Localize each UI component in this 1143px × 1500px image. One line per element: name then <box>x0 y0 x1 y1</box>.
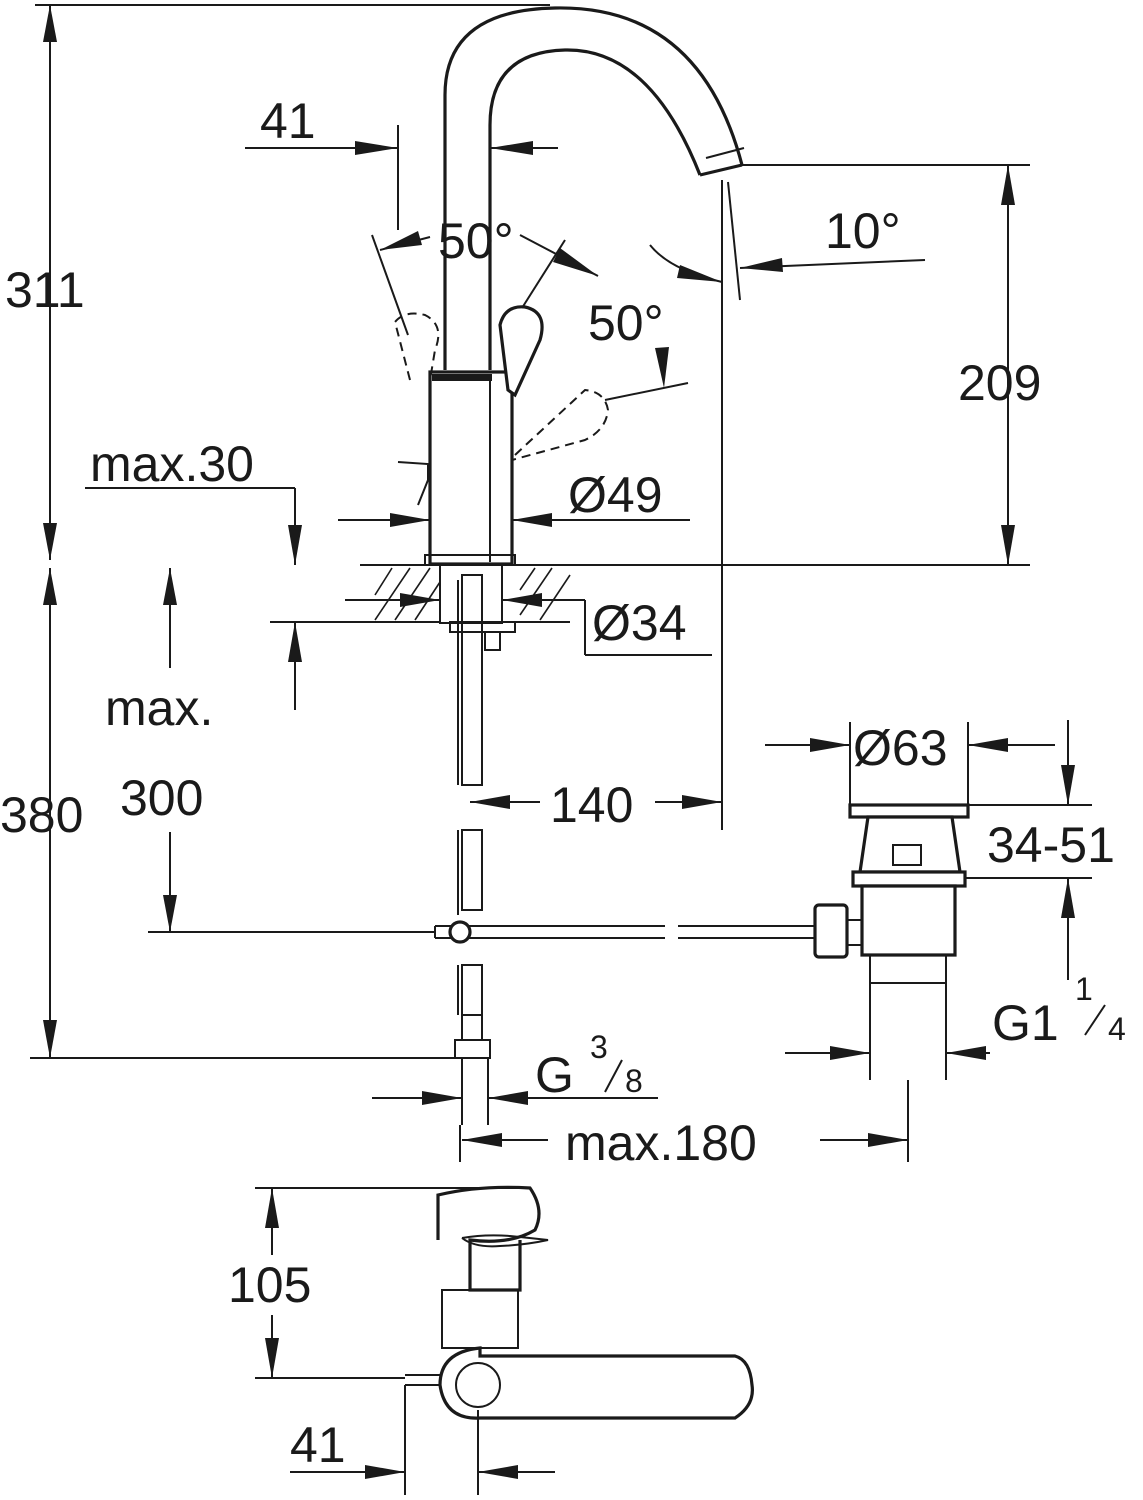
dim-max-label: max. <box>105 680 213 736</box>
dim-max-300: 300 <box>120 770 203 826</box>
dim-hose-thread-main: G <box>535 1047 574 1103</box>
dim-waste-range: 34-51 <box>987 817 1115 873</box>
dimension-lines <box>30 4 1092 1495</box>
faucet-top-view <box>405 1185 754 1420</box>
dimension-labels: 311 41 50° 50° 10° 209 max.30 Ø49 Ø34 ma… <box>0 93 1126 1473</box>
pop-up-rod <box>434 920 815 944</box>
dim-max-deck-thickness: max.30 <box>90 436 254 492</box>
dim-waste-thread-main: G1 <box>992 995 1059 1051</box>
dim-hose-thread-num: 3 <box>590 1029 608 1065</box>
dim-waste-diameter: Ø63 <box>853 720 948 776</box>
dim-top-view-height: 105 <box>228 1257 311 1313</box>
dim-hole-diameter: Ø34 <box>592 595 687 651</box>
faucet-side-view <box>393 6 745 566</box>
dim-spout-tilt: 10° <box>825 203 901 259</box>
dim-spout-reach: 140 <box>550 777 633 833</box>
dim-waste-thread-num: 1 <box>1075 971 1093 1007</box>
dim-under-deck-total: 380 <box>0 787 83 843</box>
supply-hoses <box>454 574 491 1125</box>
deck-section <box>360 564 1030 651</box>
dim-top-view-offset: 41 <box>290 1417 346 1473</box>
dim-outlet-height: 209 <box>958 355 1041 411</box>
dim-lever-angle-back: 50° <box>438 213 514 269</box>
dim-hose-thread-den: 8 <box>625 1063 643 1099</box>
dim-waste-thread-den: 4 <box>1108 1011 1126 1047</box>
dim-lever-angle-front: 50° <box>588 295 664 351</box>
dim-body-diameter: Ø49 <box>568 467 663 523</box>
waste-valve <box>813 803 970 1080</box>
dim-total-height: 311 <box>5 262 85 318</box>
dim-max-rod-length: max.180 <box>565 1115 757 1171</box>
dim-spout-offset: 41 <box>260 93 316 149</box>
